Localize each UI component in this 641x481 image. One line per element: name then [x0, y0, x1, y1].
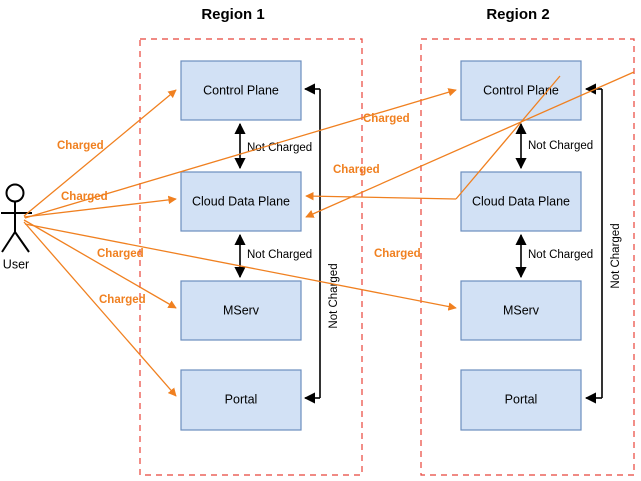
edge-label-user-to-r1-cloud-data-plane: Charged [61, 191, 108, 203]
edge-label-r2-cdp-to-r1-cdp: Charged [333, 164, 380, 176]
edge-label-user-to-r2-mserv: Charged [374, 248, 421, 260]
edge-label-r2-cdp-mserv: Not Charged [528, 249, 593, 261]
edge-label-user-to-r1-control-plane: Charged [57, 140, 104, 152]
node-r1-mserv[interactable]: MServ [180, 280, 302, 341]
edge-label-user-to-r2-control-plane: Charged [363, 113, 410, 125]
edge-r2-cdp-upper-segment [455, 75, 561, 200]
region-1-nodes: Control Plane Cloud Data Plane MServ Por… [180, 60, 302, 431]
region-1-boundary [139, 38, 363, 476]
actor-head-icon [5, 183, 25, 203]
region-2-title: Region 2 [486, 6, 549, 23]
region-2-internal-edges: Not Charged Not Charged Not Charged [515, 83, 622, 404]
edge-r2-cloud-data-plane-to-r1-cloud-data-plane [305, 191, 457, 201]
edge-user-to-r1-control-plane [23, 89, 177, 217]
edge-label-r1-cp-cdp: Not Charged [247, 142, 312, 154]
node-label: Portal [225, 392, 258, 406]
node-r1-control-plane[interactable]: Control Plane [180, 60, 302, 121]
edge-user-to-r2-mserv [24, 223, 457, 311]
node-r1-portal[interactable]: Portal [180, 369, 302, 431]
node-label: Cloud Data Plane [472, 194, 570, 208]
node-r2-control-plane[interactable]: Control Plane [460, 60, 582, 121]
actor-label: User [3, 257, 29, 271]
edge-label-r2-portal-cp: Not Charged [610, 223, 622, 288]
charged-edges: Charged Charged Charged Charged Charged … [23, 71, 635, 397]
node-label: MServ [223, 303, 260, 317]
edge-label-r1-cdp-mserv: Not Charged [247, 249, 312, 261]
actor-leg-left [1, 231, 16, 253]
edge-label-user-to-r1-portal: Charged [99, 294, 146, 306]
node-label: MServ [503, 303, 540, 317]
actor-user[interactable]: User [1, 183, 32, 272]
node-label: Control Plane [483, 83, 559, 97]
edge-cross-to-r1-cloud-data-plane [305, 71, 635, 218]
node-label: Control Plane [203, 83, 279, 97]
edge-label-user-to-r1-mserv: Charged [97, 248, 144, 260]
region-2-nodes: Control Plane Cloud Data Plane MServ Por… [460, 60, 582, 431]
node-r2-cloud-data-plane[interactable]: Cloud Data Plane [460, 171, 582, 232]
node-r2-mserv[interactable]: MServ [460, 280, 582, 341]
node-r2-portal[interactable]: Portal [460, 369, 582, 431]
edge-user-to-r1-cloud-data-plane [23, 195, 177, 218]
actor-leg-right [14, 231, 30, 253]
node-label: Cloud Data Plane [192, 194, 290, 208]
node-label: Portal [505, 392, 538, 406]
edge-label-r1-portal-cp: Not Charged [328, 263, 340, 328]
node-r1-cloud-data-plane[interactable]: Cloud Data Plane [180, 171, 302, 232]
region-1-internal-edges: Not Charged Not Charged Not Charged [234, 83, 340, 404]
edge-label-r2-cp-cdp: Not Charged [528, 140, 593, 152]
edge-user-to-r2-control-plane [24, 88, 457, 219]
region-2-boundary [420, 38, 635, 476]
edge-user-to-r1-mserv [23, 219, 177, 309]
edge-user-to-r1-portal [23, 221, 177, 397]
region-1-title: Region 1 [201, 6, 264, 23]
